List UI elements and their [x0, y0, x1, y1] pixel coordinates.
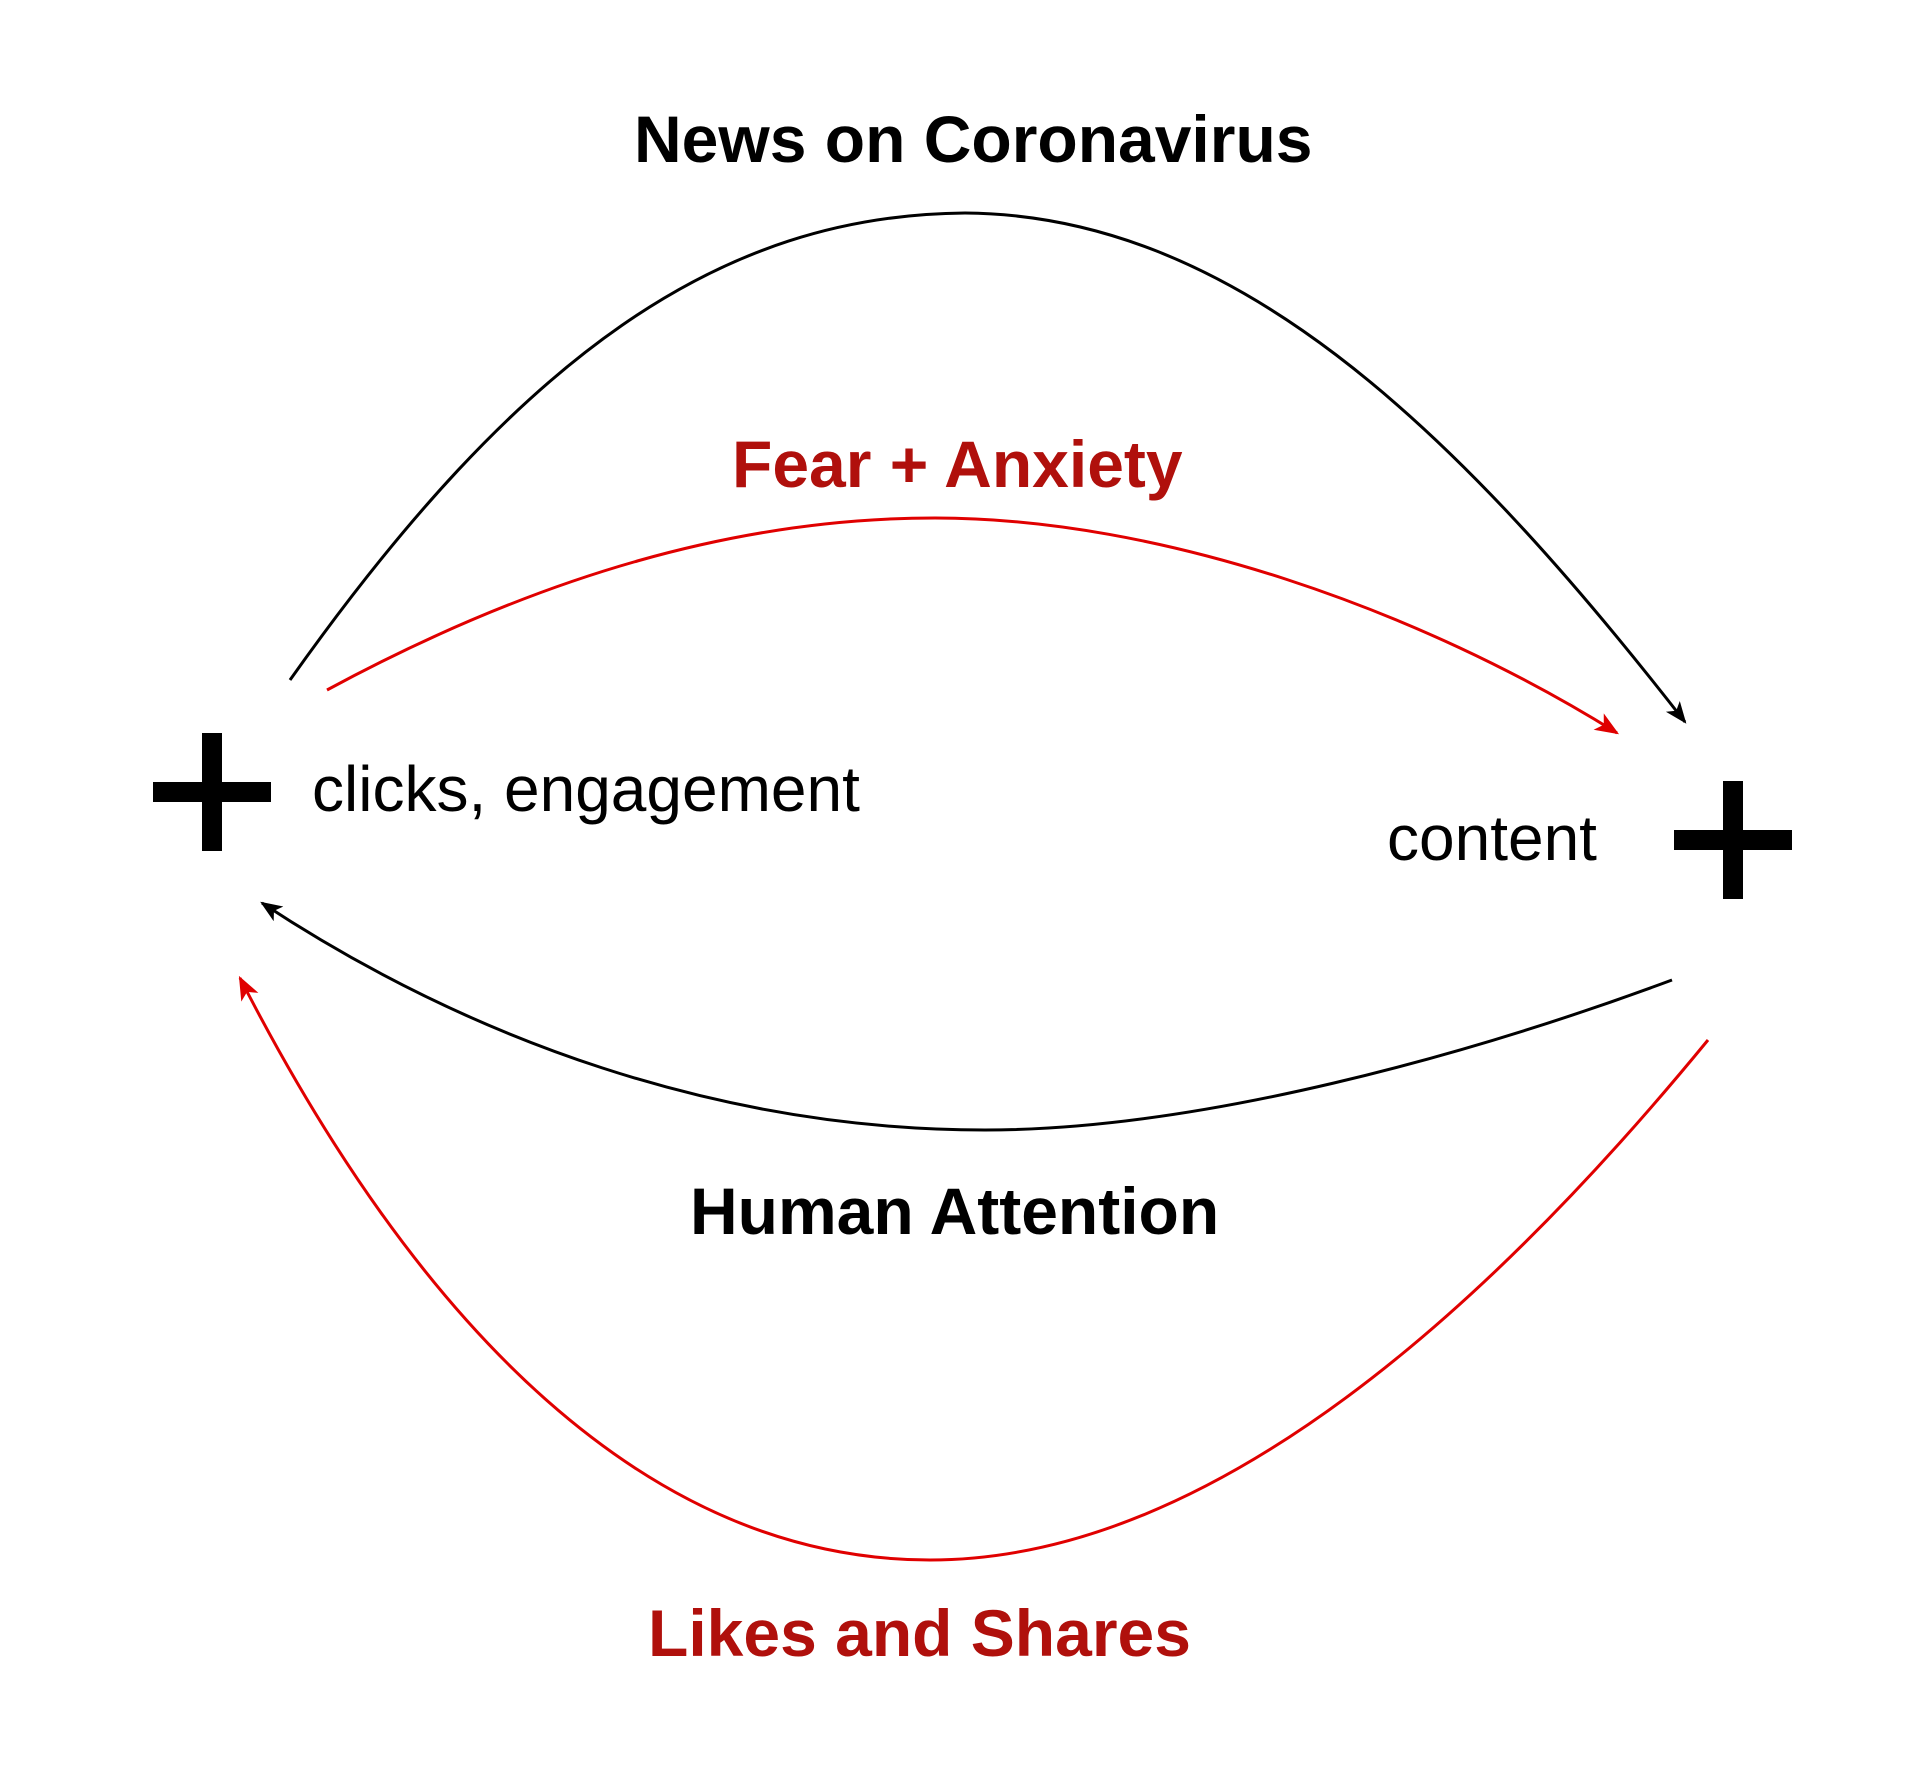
content-node: content — [1387, 802, 1597, 874]
right-plus-icon — [1674, 781, 1792, 899]
news-arrow — [288, 211, 1687, 724]
clicks-engagement-node: clicks, engagement — [312, 753, 860, 825]
likes-shares-label: Likes and Shares — [648, 1596, 1191, 1670]
likes-shares-arrow — [238, 975, 1710, 1562]
human-attention-label: Human Attention — [690, 1174, 1220, 1248]
fear-anxiety-label: Fear + Anxiety — [732, 427, 1183, 501]
left-plus-icon — [153, 733, 271, 851]
human-attention-arrow — [260, 901, 1673, 1132]
fear-anxiety-arrow — [326, 516, 1620, 735]
news-label: News on Coronavirus — [634, 102, 1313, 176]
